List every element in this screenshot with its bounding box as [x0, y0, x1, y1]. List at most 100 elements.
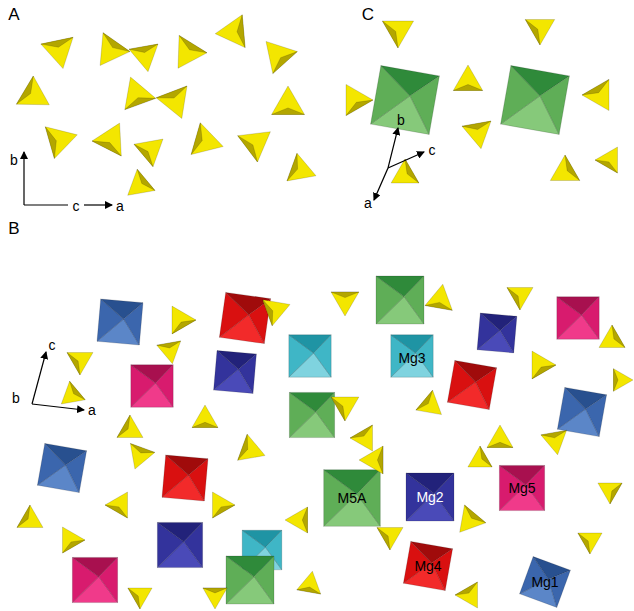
- tetrahedron-face: [287, 153, 298, 181]
- axis-line: [24, 204, 68, 205]
- octahedron-face: [66, 451, 87, 493]
- tetrahedron-face: [416, 390, 433, 410]
- tetrahedron: [157, 341, 181, 364]
- tetrahedron-face: [263, 300, 273, 326]
- tetrahedron-face: [137, 169, 155, 190]
- tetrahedron: [17, 505, 43, 528]
- axis-line: [32, 352, 46, 404]
- tetrahedron: [425, 284, 452, 310]
- tetrahedron: [67, 353, 93, 376]
- site-label: Mg3: [398, 350, 425, 366]
- tetrahedron-face: [191, 123, 202, 155]
- tetrahedron: [125, 77, 156, 110]
- tetrahedron: [416, 390, 442, 414]
- tetrahedron-face: [377, 446, 383, 474]
- axis-line: [374, 168, 388, 200]
- axis-line: [84, 204, 112, 205]
- tetrahedron: [191, 123, 223, 155]
- tetrahedron-face: [272, 108, 305, 115]
- octahedron-face: [238, 354, 256, 393]
- tetrahedron: [614, 369, 634, 392]
- tetrahedron: [582, 79, 609, 110]
- site-label: M5A: [338, 490, 367, 506]
- tetrahedron-face: [480, 446, 492, 467]
- tetrahedron: [128, 588, 152, 609]
- octahedron-face: [476, 368, 497, 410]
- tetrahedron: [213, 492, 236, 518]
- tetrahedron: [487, 425, 513, 448]
- tetrahedron-face: [612, 325, 625, 348]
- octahedron-face: [184, 522, 203, 567]
- tetrahedron-face: [63, 540, 86, 553]
- site-label-node: Mg2: [413, 486, 446, 508]
- tetrahedron-face: [331, 397, 345, 421]
- tetrahedron-face: [213, 505, 236, 518]
- panel-letter: B: [8, 220, 19, 237]
- tetrahedron: [285, 507, 308, 533]
- tetrahedron-face: [70, 381, 86, 400]
- panel-letter: C: [362, 6, 374, 23]
- tetrahedron-face: [302, 507, 307, 533]
- tetrahedron-face: [134, 144, 153, 167]
- tetrahedron: [599, 325, 625, 348]
- octahedron-face: [189, 459, 208, 501]
- tetrahedron-face: [128, 588, 140, 609]
- octahedron-face: [404, 276, 424, 324]
- tetrahedron-face: [273, 52, 298, 74]
- octahedron-face: [254, 556, 274, 604]
- tetrahedron: [178, 35, 207, 68]
- tetrahedron: [359, 446, 383, 474]
- tetrahedron-face: [103, 33, 130, 52]
- tetrahedron-face: [532, 365, 556, 379]
- tetrahedron-face: [377, 528, 390, 551]
- tetrahedron-face: [105, 505, 128, 518]
- tetrahedron: [117, 415, 143, 438]
- tetrahedron: [550, 155, 579, 181]
- octahedron-face: [410, 76, 439, 134]
- site-label-node: Mg1: [528, 571, 561, 593]
- tetrahedron-face: [129, 44, 158, 52]
- tetrahedron: [287, 153, 316, 181]
- tetrahedron-face: [238, 434, 248, 460]
- octahedron-face: [99, 557, 118, 602]
- tetrahedron: [63, 527, 86, 553]
- axis-line: [388, 152, 424, 168]
- tetrahedron: [105, 492, 128, 518]
- panel-letter: A: [8, 6, 19, 23]
- site-label: Mg5: [508, 480, 535, 496]
- tetrahedron: [130, 444, 154, 470]
- octahedron-face: [500, 316, 517, 353]
- tetrahedron: [192, 405, 218, 428]
- axis-label: c: [49, 338, 56, 352]
- tetrahedron-face: [350, 425, 373, 438]
- tetrahedron: [377, 528, 403, 551]
- tetrahedron-face: [125, 98, 156, 110]
- tetrahedron: [331, 292, 359, 316]
- tetrahedron: [61, 381, 85, 404]
- tetrahedron: [595, 147, 618, 173]
- tetrahedron-face: [346, 100, 373, 116]
- axis-line: [388, 128, 398, 168]
- tetrahedron: [134, 139, 163, 167]
- tetrahedron: [100, 33, 130, 66]
- tetrahedron: [92, 123, 121, 156]
- tetrahedron-face: [507, 288, 520, 311]
- tetrahedron-face: [203, 588, 227, 593]
- tetrahedron: [468, 446, 492, 467]
- tetrahedron-face: [192, 422, 218, 427]
- axis-label: c: [429, 143, 436, 157]
- tetrahedron: [129, 44, 158, 72]
- octahedron-face: [156, 365, 174, 407]
- axis-label: b: [12, 391, 20, 405]
- axis-label: b: [397, 113, 405, 127]
- tetrahedron: [215, 15, 245, 48]
- octahedron-face: [586, 395, 607, 437]
- tetrahedron: [346, 84, 373, 115]
- tetrahedron: [598, 483, 622, 504]
- tetrahedron-face: [297, 587, 321, 594]
- octahedron-face: [540, 76, 569, 134]
- tetrahedron: [203, 588, 227, 609]
- tetrahedron-face: [462, 121, 491, 129]
- site-label-node: Mg3: [395, 347, 428, 369]
